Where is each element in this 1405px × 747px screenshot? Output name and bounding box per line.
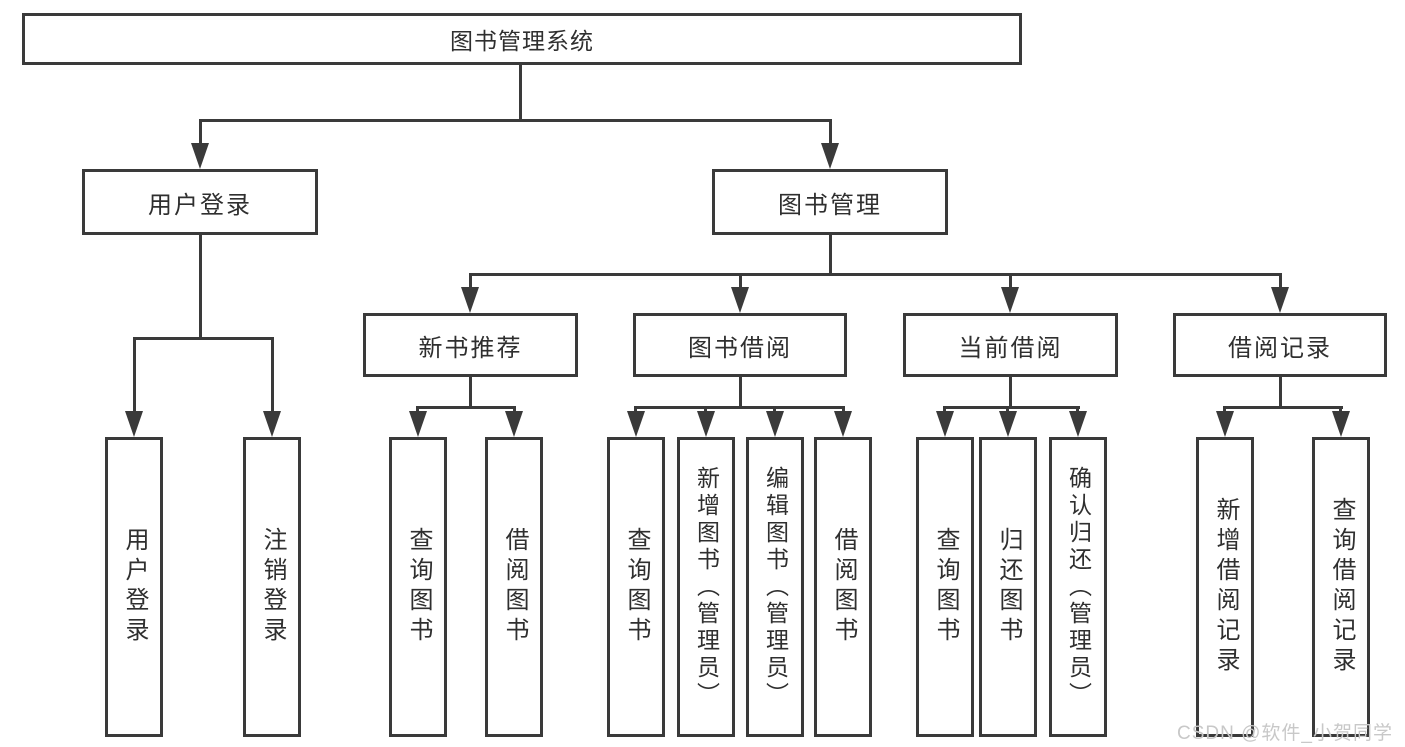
- connector-g3-stem-3: [773, 406, 776, 414]
- connector-stem-borrow-record: [1279, 273, 1282, 289]
- node-label: 借阅图书: [501, 527, 528, 647]
- node-label: 当前借阅: [958, 334, 1063, 362]
- node-label: 查询图书: [623, 527, 650, 647]
- node-label: 用户登录: [121, 527, 148, 647]
- arrowhead-g3-1: [627, 411, 645, 437]
- node-leaf-query-books-g2: 查询图书: [389, 437, 447, 737]
- arrowhead-login: [125, 411, 143, 437]
- node-leaf-edit-books-admin: 编辑图书（管理员）: [746, 437, 804, 737]
- connector-g2-vertical: [469, 377, 472, 406]
- arrowhead-current-borrow: [1001, 287, 1019, 313]
- connector-stem-user-login: [199, 119, 202, 145]
- node-label: 查询借阅记录: [1328, 497, 1355, 677]
- connector-g5-stem-1: [1223, 406, 1226, 414]
- node-leaf-return-books: 归还图书: [979, 437, 1037, 737]
- connector-g2-stem-2: [513, 406, 516, 414]
- node-leaf-query-borrow-record: 查询借阅记录: [1312, 437, 1370, 737]
- node-book-borrowing: 图书借阅: [633, 313, 847, 377]
- node-user-login: 用户登录: [82, 169, 318, 235]
- node-current-borrowing: 当前借阅: [903, 313, 1118, 377]
- arrowhead-user-login: [191, 143, 209, 169]
- arrowhead-logout: [263, 411, 281, 437]
- node-leaf-borrow-books-g2: 借阅图书: [485, 437, 543, 737]
- arrowhead-book-mgmt: [821, 143, 839, 169]
- arrowhead-g5-2: [1332, 411, 1350, 437]
- connector-g4-vertical: [1009, 377, 1012, 406]
- connector-root-vertical: [519, 65, 522, 119]
- node-leaf-logout: 注销登录: [243, 437, 301, 737]
- node-new-book-recommend: 新书推荐: [363, 313, 578, 377]
- node-label: 新增借阅记录: [1212, 497, 1239, 677]
- connector-stem-new-book: [469, 273, 472, 289]
- node-label: 新增图书（管理员）: [693, 465, 720, 709]
- node-label: 查询图书: [405, 527, 432, 647]
- node-label: 图书管理: [778, 191, 882, 219]
- node-label: 借阅图书: [830, 527, 857, 647]
- node-label: 借阅记录: [1228, 334, 1332, 362]
- arrowhead-borrow-record: [1271, 287, 1289, 313]
- node-leaf-borrow-books-g3: 借阅图书: [814, 437, 872, 737]
- arrowhead-g4-3: [1069, 411, 1087, 437]
- arrowhead-g2-1: [409, 411, 427, 437]
- node-label: 归还图书: [995, 527, 1022, 647]
- arrowhead-g2-2: [505, 411, 523, 437]
- node-label: 查询图书: [932, 527, 959, 647]
- node-leaf-user-login: 用户登录: [105, 437, 163, 737]
- node-label: 图书借阅: [688, 334, 792, 362]
- arrowhead-g4-2: [999, 411, 1017, 437]
- node-book-management: 图书管理: [712, 169, 948, 235]
- connector-g2-horizontal: [417, 406, 516, 409]
- node-leaf-query-books-g3: 查询图书: [607, 437, 665, 737]
- connector-g3-stem-1: [634, 406, 637, 414]
- connector-g5-stem-2: [1339, 406, 1342, 414]
- connector-g4-stem-2: [1006, 406, 1009, 414]
- connector-stem-book-borrow: [739, 273, 742, 289]
- connector-g4-horizontal: [944, 406, 1080, 409]
- connector-userlogin-horizontal: [133, 337, 274, 340]
- node-label: 确认归还（管理员）: [1065, 465, 1092, 709]
- node-leaf-query-books-g4: 查询图书: [916, 437, 974, 737]
- node-leaf-add-books-admin: 新增图书（管理员）: [677, 437, 735, 737]
- connector-userlogin-vertical: [199, 235, 202, 337]
- node-label: 新书推荐: [418, 334, 523, 362]
- connector-g2-stem-1: [416, 406, 419, 414]
- connector-g4-stem-3: [1076, 406, 1079, 414]
- connector-stem-login: [133, 337, 136, 413]
- connector-root-horizontal: [199, 119, 831, 122]
- connector-g5-vertical: [1279, 377, 1282, 406]
- connector-g3-stem-4: [842, 406, 845, 414]
- node-borrowing-records: 借阅记录: [1173, 313, 1387, 377]
- node-leaf-confirm-return-admin: 确认归还（管理员）: [1049, 437, 1107, 737]
- arrowhead-g3-4: [834, 411, 852, 437]
- node-label: 注销登录: [259, 527, 286, 647]
- connector-g3-horizontal: [635, 406, 845, 409]
- connector-g4-stem-1: [943, 406, 946, 414]
- connector-g3-stem-2: [704, 406, 707, 414]
- node-leaf-add-borrow-record: 新增借阅记录: [1196, 437, 1254, 737]
- node-label: 图书管理系统: [450, 28, 594, 54]
- connector-bookmgmt-vertical: [829, 235, 832, 273]
- connector-stem-current-borrow: [1009, 273, 1012, 289]
- arrowhead-g3-2: [697, 411, 715, 437]
- node-library-management-system: 图书管理系统: [22, 13, 1022, 65]
- connector-stem-book-mgmt: [829, 119, 832, 145]
- connector-bookmgmt-horizontal: [469, 273, 1282, 276]
- connector-g3-vertical: [739, 377, 742, 406]
- connector-g5-horizontal: [1224, 406, 1343, 409]
- csdn-watermark: CSDN @软件_小贺同学: [1177, 723, 1393, 744]
- node-label: 编辑图书（管理员）: [762, 465, 789, 709]
- connector-stem-logout: [271, 337, 274, 413]
- arrowhead-g3-3: [766, 411, 784, 437]
- arrowhead-g4-1: [936, 411, 954, 437]
- arrowhead-g5-1: [1216, 411, 1234, 437]
- arrowhead-new-book: [461, 287, 479, 313]
- node-label: 用户登录: [148, 191, 252, 219]
- arrowhead-book-borrow: [731, 287, 749, 313]
